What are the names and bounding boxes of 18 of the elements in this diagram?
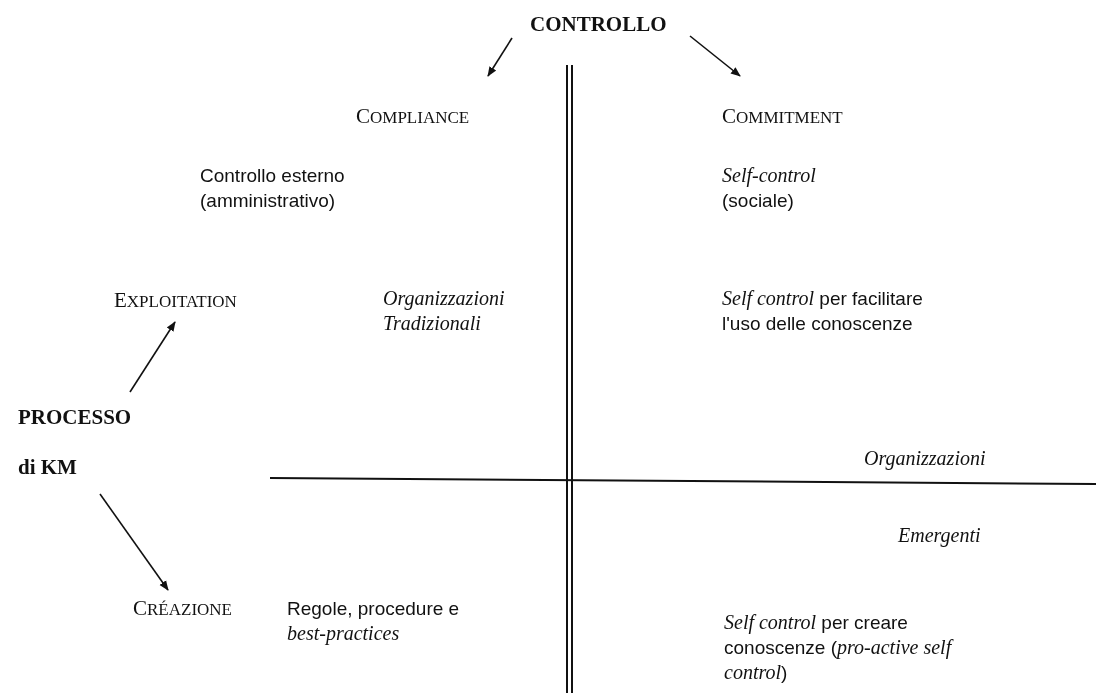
arrow: [99, 493, 169, 591]
quadrant-text: Controllo esterno (amministrativo): [200, 164, 346, 213]
quadrant-text: Self-control (sociale): [722, 163, 817, 213]
quadrant-heading: EXPLOITATION: [114, 288, 237, 313]
quadrant-text: Self control per facilitare l'uso delle conoscenze: [722, 286, 924, 336]
arrow: [689, 35, 741, 77]
quadrant-text: Regole, procedure e best-practices: [287, 597, 461, 646]
quadrant-heading: COMMITMENT: [722, 104, 843, 129]
quadrant-text: Organizzazioni Tradizionali: [383, 286, 506, 336]
arrow: [129, 321, 176, 393]
axis-title: PROCESSO di KM: [18, 392, 138, 492]
quadrant-heading: COMPLIANCE: [356, 104, 470, 129]
quadrant-text: Emergenti: [898, 523, 982, 548]
quadrant-text: Self control per creare conoscenze (pro-active self control): [724, 610, 955, 685]
quadrant-heading: CRÉAZIONE: [133, 596, 232, 621]
arrow: [487, 37, 513, 77]
quadrant-text: Organizzazioni: [864, 446, 987, 471]
ruling-text: CONTROLLO: [530, 12, 667, 37]
